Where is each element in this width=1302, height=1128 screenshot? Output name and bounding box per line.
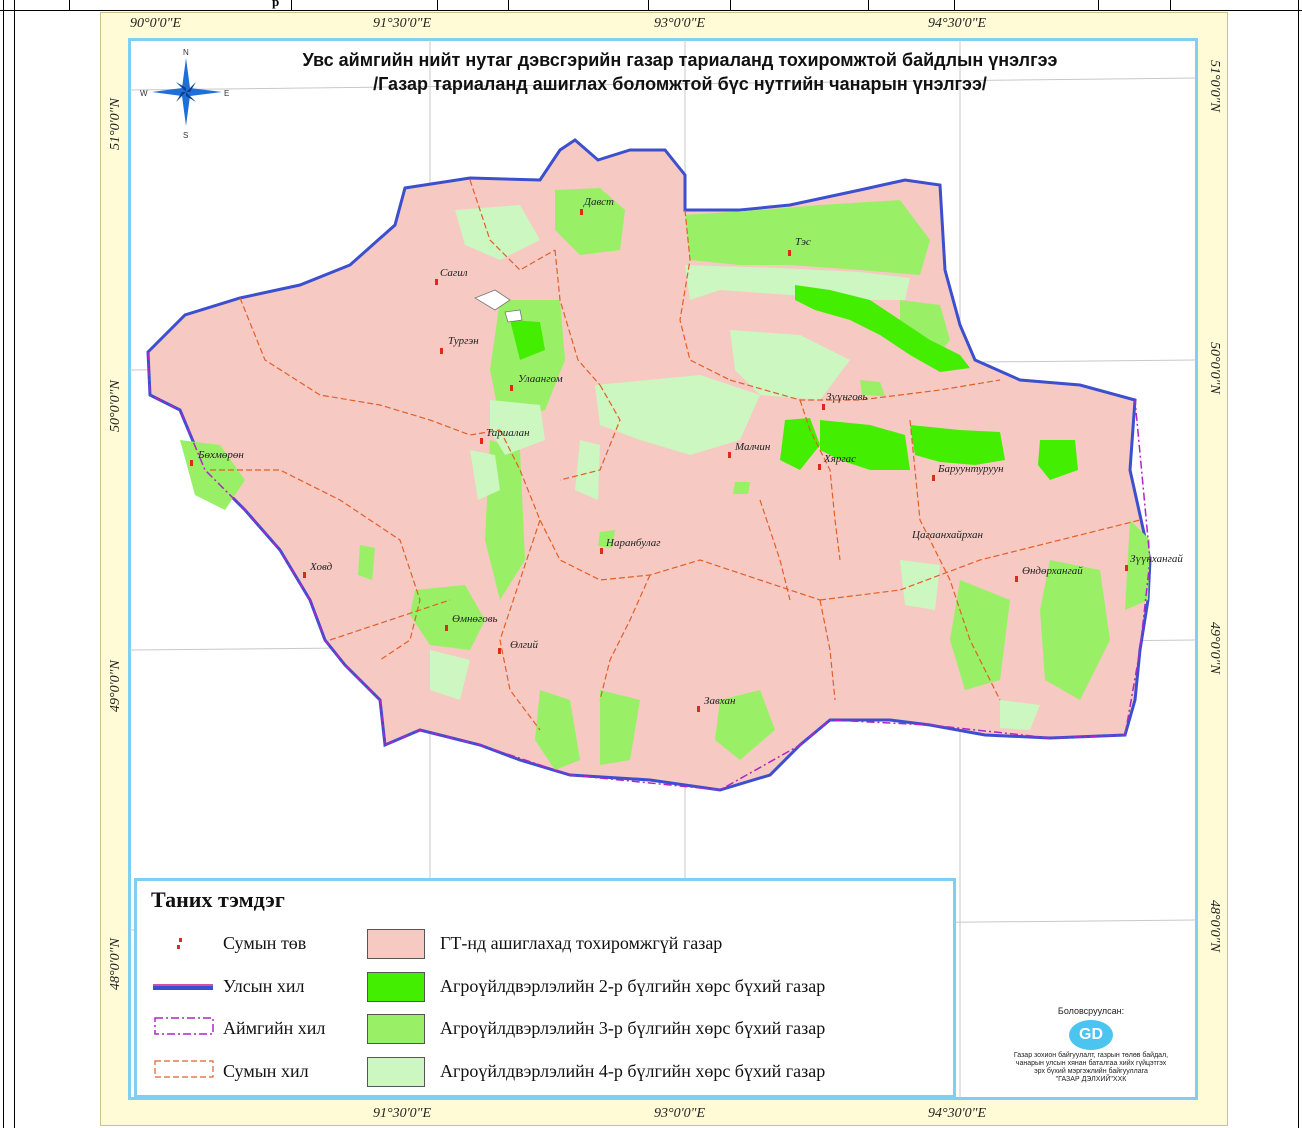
- compass-south-label: S: [183, 131, 188, 140]
- compass-east-label: E: [224, 89, 229, 98]
- top-coord-label: 91°30'0"E: [373, 16, 432, 31]
- legend-title: Таних тэмдэг: [151, 887, 285, 912]
- place-label: Хяргас: [823, 453, 856, 465]
- place-label: Улаангом: [518, 373, 563, 385]
- top-coord-label: 90°0'0"E: [130, 16, 182, 31]
- place-label: Бөхмөрөн: [197, 449, 244, 461]
- legend-label: Аймгийн хил: [223, 1018, 326, 1038]
- legend-swatch: [367, 972, 425, 1002]
- place-label: Тариалан: [486, 427, 530, 439]
- place-label: Малчин: [734, 441, 771, 453]
- legend-label: Агроүйлдвэрлэлийн 3-р бүлгийн хөрс бүхий…: [440, 1018, 826, 1038]
- aimag-border-line: [147, 351, 1151, 791]
- legend-symbols: [153, 938, 214, 1078]
- table-row-partial: р: [0, 0, 1302, 11]
- bottom-coord-label: 94°30'0"E: [928, 1106, 987, 1121]
- place-label: Завхан: [704, 695, 736, 707]
- place-label: Тургэн: [448, 335, 479, 347]
- place-label: Өмнөговь: [452, 613, 498, 625]
- place-label: Баруунтуруун: [937, 463, 1004, 475]
- sum-border-icon: [154, 1060, 214, 1078]
- legend-label: Агроүйлдвэрлэлийн 4-р бүлгийн хөрс бүхий…: [440, 1061, 826, 1081]
- credit-org-line: чанарын улсын хянан баталгаа хийх гүйцэт…: [1015, 1060, 1167, 1067]
- legend-label: Улсын хил: [223, 976, 305, 996]
- credit-org-line: "ГАЗАР ДЭЛХИЙ"ХХК: [1055, 1076, 1127, 1083]
- place-label: Наранбулаг: [605, 537, 661, 549]
- place-label: Ховд: [309, 561, 333, 573]
- legend-swatch: [367, 1014, 425, 1044]
- place-label: Зүүнговь: [826, 391, 867, 403]
- sum-border-lines: [210, 179, 1141, 731]
- compass-icon: N S E W: [140, 48, 229, 140]
- legend-label: ГТ-нд ашиглахад тохиромжгүй газар: [440, 933, 723, 953]
- class4-soil-areas: [430, 205, 1040, 730]
- place-labels: Давст Тэс Сагил Тургэн Улаангом Зүүнговь…: [197, 196, 1183, 707]
- compass-west-label: W: [140, 89, 148, 98]
- aimag-border-icon: [154, 1017, 214, 1035]
- class2-soil-areas: [510, 285, 1078, 480]
- place-label: Цагаанхайрхан: [911, 529, 983, 541]
- company-logo: GD: [1069, 1020, 1113, 1050]
- top-coord-label: 94°30'0"E: [928, 16, 987, 31]
- legend-label: Сумын хил: [223, 1061, 309, 1081]
- table-cell-text: р: [272, 0, 280, 9]
- compass-north-label: N: [183, 48, 189, 57]
- bottom-coord-label: 93°0'0"E: [654, 1106, 706, 1121]
- map-title: Увс аймгийн нийт нутаг дэвсгэрийн газар …: [302, 50, 1058, 70]
- sum-center-markers: [190, 209, 1128, 712]
- legend-swatch: [367, 929, 425, 959]
- credit-block: Боловсруулсан: GD Газар зохион байгуулал…: [986, 1006, 1196, 1084]
- legend-swatch: [367, 1057, 425, 1087]
- map-subtitle: /Газар тариаланд ашиглах боломжтой бүс н…: [373, 74, 987, 94]
- top-coord-label: 93°0'0"E: [654, 16, 706, 31]
- sum-center-marker-icon: [177, 938, 182, 949]
- place-label: Зүүнхангай: [1130, 553, 1183, 565]
- place-label: Өндөрхангай: [1022, 565, 1083, 577]
- place-label: Тэс: [795, 236, 811, 248]
- legend-label: Агроүйлдвэрлэлийн 2-р бүлгийн хөрс бүхий…: [440, 976, 826, 996]
- legend-label: Сумын төв: [223, 933, 307, 953]
- place-label: Давст: [583, 196, 614, 208]
- legend-box: Таних тэмдэг Сумын төв Улсын хил Аймгийн…: [134, 878, 956, 1098]
- credit-org-line: эрх бүхий мэргэжлийн байгууллага: [1034, 1068, 1148, 1075]
- credit-org-line: Газар зохион байгуулалт, газрын төлөв ба…: [1013, 1052, 1169, 1059]
- lake-areas: [474, 289, 523, 323]
- place-label: Сагил: [440, 267, 468, 279]
- credit-label: Боловсруулсан:: [1057, 1006, 1125, 1016]
- bottom-coord-label: 91°30'0"E: [373, 1106, 432, 1121]
- place-label: Өлгий: [510, 639, 539, 651]
